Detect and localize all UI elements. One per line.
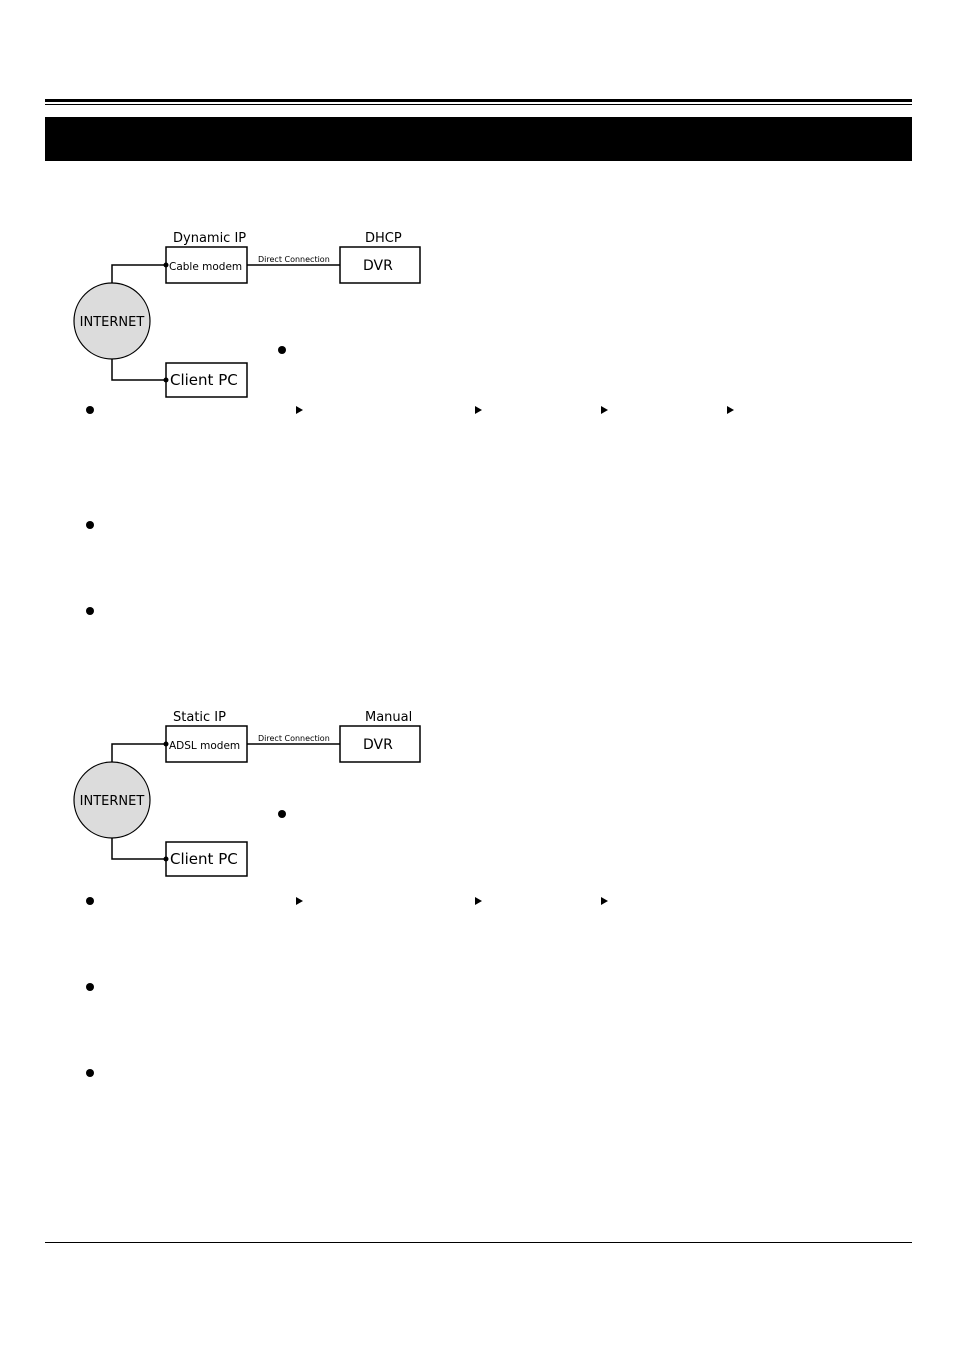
header-double-rule <box>45 99 912 105</box>
bullet-dot <box>86 406 94 414</box>
menu-path-row <box>0 403 954 417</box>
bullet-dot <box>278 810 286 818</box>
internet-to-client-line <box>111 832 166 860</box>
section-title-bar <box>45 117 912 161</box>
client-port-dot <box>163 856 169 862</box>
bullet-dot <box>86 983 94 991</box>
bullet-row <box>0 518 954 532</box>
client-pc-label: Client PC <box>170 371 238 389</box>
bullet-row <box>0 343 954 357</box>
ip-mode-label: Manual <box>365 710 412 725</box>
modem-port-dot <box>163 741 169 747</box>
modem-label: Cable modem <box>169 261 242 273</box>
bullet-row <box>0 1066 954 1080</box>
path-arrow-icon <box>475 897 482 905</box>
bullet-dot <box>86 1069 94 1077</box>
bullet-dot <box>86 521 94 529</box>
network-diagram-manual: Static IP Manual ADSL modem Direct Conne… <box>70 704 430 894</box>
path-arrow-icon <box>296 406 303 414</box>
internet-cloud <box>73 761 151 839</box>
client-pc-label: Client PC <box>170 850 238 868</box>
path-arrow-icon <box>727 406 734 414</box>
ip-type-label: Dynamic IP <box>173 231 246 246</box>
bullet-dot <box>278 346 286 354</box>
bullet-row <box>0 604 954 618</box>
network-diagram-dhcp: Dynamic IP DHCP Cable modem Direct Conne… <box>70 225 430 415</box>
path-arrow-icon <box>601 406 608 414</box>
path-arrow-icon <box>601 897 608 905</box>
internet-to-client-line <box>111 353 166 381</box>
bullet-row <box>0 980 954 994</box>
client-port-dot <box>163 377 169 383</box>
ip-mode-label: DHCP <box>365 231 402 246</box>
path-arrow-icon <box>296 897 303 905</box>
modem-label: ADSL modem <box>169 740 240 752</box>
internet-cloud <box>73 282 151 360</box>
link-label: Direct Connection <box>258 734 330 743</box>
ip-type-label: Static IP <box>173 710 226 725</box>
bullet-dot <box>86 897 94 905</box>
menu-path-row <box>0 894 954 908</box>
internet-label: INTERNET <box>80 794 145 809</box>
dvr-label: DVR <box>363 258 393 274</box>
link-label: Direct Connection <box>258 255 330 264</box>
dvr-label: DVR <box>363 737 393 753</box>
bullet-row <box>0 807 954 821</box>
bullet-dot <box>86 607 94 615</box>
path-arrow-icon <box>475 406 482 414</box>
footer-rule <box>45 1242 912 1243</box>
modem-port-dot <box>163 262 169 268</box>
internet-label: INTERNET <box>80 315 145 330</box>
